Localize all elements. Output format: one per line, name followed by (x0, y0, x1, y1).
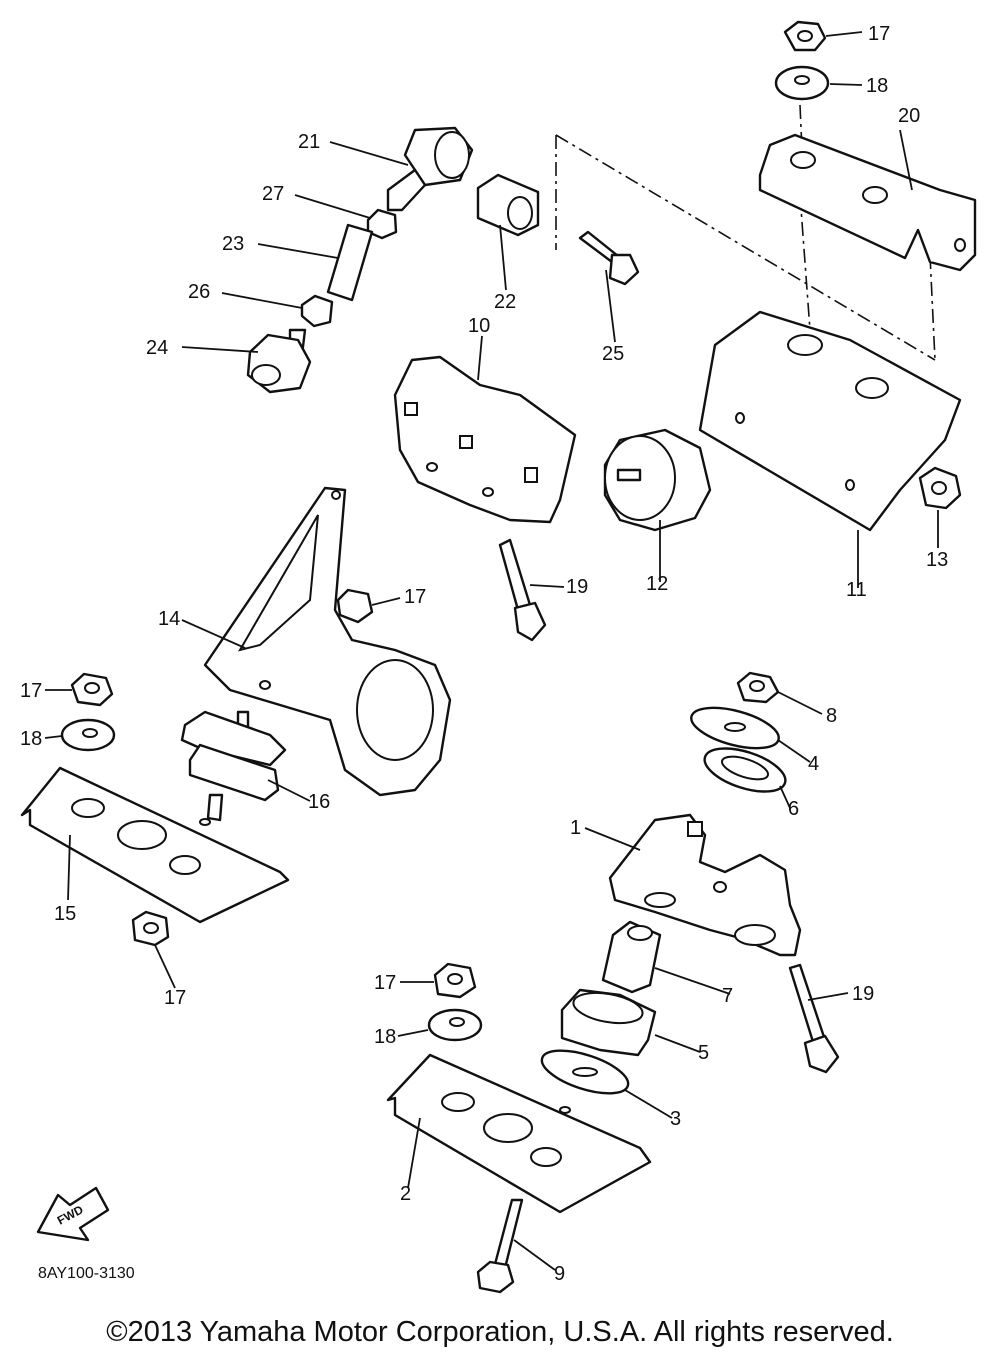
callout-9: 9 (554, 1263, 565, 1285)
callout-6: 6 (788, 798, 799, 820)
callout-2: 2 (400, 1183, 411, 1205)
callout-18-lower: 18 (374, 1026, 396, 1048)
callout-17-lower: 17 (374, 972, 396, 994)
callout-17-left: 17 (20, 680, 42, 702)
callout-17-mid: 17 (404, 586, 426, 608)
callout-11: 11 (846, 579, 867, 601)
part-12-damper (603, 428, 712, 532)
callout-26: 26 (188, 281, 210, 303)
callout-19-upper: 19 (566, 576, 588, 598)
leader-lines (44, 31, 939, 1271)
diagram-code: 8AY100-3130 (38, 1265, 135, 1282)
part-25-bolt (578, 230, 640, 286)
part-23-rod (326, 223, 374, 302)
exploded-parts-diagram: FWD 17 (20, 20, 977, 1294)
callout-21: 21 (298, 131, 320, 153)
callout-8: 8 (826, 705, 837, 727)
callout-10: 10 (468, 315, 490, 337)
callout-20: 20 (898, 105, 920, 127)
part-19-bolt-lower (788, 963, 840, 1074)
copyright-notice: ©2013 Yamaha Motor Corporation, U.S.A. A… (106, 1316, 894, 1348)
part-6-ring (703, 747, 787, 793)
part-20-bracket (758, 133, 977, 272)
part-17-nut-lower (433, 962, 477, 999)
callout-labels: 17 18 20 21 27 23 26 24 22 25 10 11 13 1… (20, 23, 948, 1285)
part-17-nut-mid (336, 588, 374, 624)
part-18-washer-lower (427, 1008, 483, 1042)
part-16-rubber-mount (180, 710, 287, 822)
callout-25: 25 (602, 343, 624, 365)
callout-17-lower-left: 17 (164, 987, 186, 1009)
callout-3: 3 (670, 1108, 681, 1130)
callout-24: 24 (146, 337, 168, 359)
part-2-plate (386, 1053, 652, 1214)
forward-arrow-icon: FWD (36, 1186, 110, 1242)
callout-12: 12 (646, 573, 668, 595)
callout-19-lower: 19 (852, 983, 874, 1005)
callout-15: 15 (54, 903, 76, 925)
part-17-nut-top (783, 20, 827, 52)
callout-23: 23 (222, 233, 244, 255)
part-21-rod-end (386, 126, 474, 212)
part-19-bolt-upper (498, 538, 547, 642)
callout-14: 14 (158, 608, 180, 630)
part-7-sleeve (601, 920, 662, 994)
part-13-nut (918, 466, 962, 510)
part-1-bracket (608, 813, 802, 957)
part-22-bushing (476, 173, 540, 237)
callout-27: 27 (262, 183, 284, 205)
callout-17-top: 17 (868, 23, 890, 45)
callout-13: 13 (926, 549, 948, 571)
part-14-bracket (203, 486, 452, 797)
part-17-nut-left (70, 672, 114, 707)
callout-18-top: 18 (866, 75, 888, 97)
part-18-washer-left (60, 718, 116, 752)
part-24-bolt (246, 328, 312, 394)
callout-5: 5 (698, 1042, 709, 1064)
callout-4: 4 (808, 753, 819, 775)
callout-1: 1 (570, 817, 581, 839)
part-17-nut-lower-left (131, 910, 170, 947)
callout-22: 22 (494, 291, 516, 313)
callout-18-left: 18 (20, 728, 42, 750)
part-11-cover (698, 310, 962, 532)
callout-16: 16 (308, 791, 330, 813)
part-10-bracket (393, 355, 577, 524)
part-26-nut (300, 294, 334, 328)
part-4-washer (690, 706, 780, 750)
part-5-rubber (560, 988, 657, 1057)
part-15-plate (20, 766, 290, 924)
callout-7: 7 (722, 985, 733, 1007)
part-18-washer-top (774, 65, 830, 101)
part-9-bolt (476, 1198, 524, 1294)
part-3-washer (540, 1049, 630, 1095)
part-8-nut (736, 671, 780, 704)
